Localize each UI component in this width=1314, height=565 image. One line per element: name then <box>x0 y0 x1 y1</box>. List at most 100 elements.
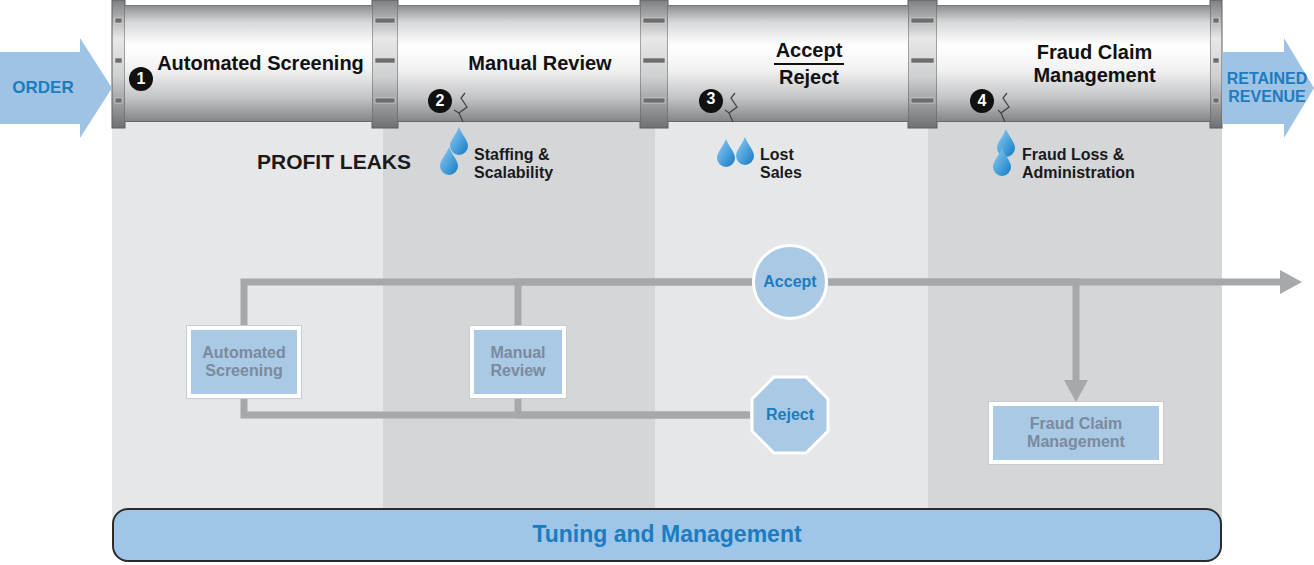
flange-bolt <box>911 58 934 63</box>
text-group: 3 <box>705 91 718 111</box>
process-box: Automated Screening <box>187 326 301 398</box>
text-group: 4 <box>978 93 987 109</box>
accept-circle: Accept <box>752 244 828 320</box>
node-text: 3 <box>705 91 718 110</box>
pipe-flange <box>112 0 125 128</box>
pipe-flange <box>1210 0 1222 128</box>
text-group: RETAINED REVENUE <box>1224 38 1310 138</box>
pipe-crack <box>454 110 459 113</box>
flange-bolt <box>115 98 122 103</box>
flange-bolt <box>1213 58 1219 63</box>
step-number: 1 <box>129 67 153 91</box>
text-group: Accept <box>763 274 816 290</box>
arrow-shape <box>1222 38 1314 138</box>
flange-bolt <box>375 58 395 63</box>
output-arrow: RETAINED REVENUE <box>1222 38 1314 138</box>
pipe-segment: Manual Review 2 <box>398 5 640 122</box>
pipe-flange <box>372 0 398 128</box>
leak-drop <box>717 139 735 167</box>
flow-connector <box>518 398 750 415</box>
flange-bolt <box>1213 18 1219 23</box>
flange-bolt <box>911 98 934 103</box>
node-text: Manual Review <box>482 344 554 381</box>
text-group: 2 <box>436 93 445 109</box>
leak-label: Fraud Loss & Administration <box>1022 146 1157 183</box>
pipe-flanges <box>112 0 1222 128</box>
text-group: AcceptReject <box>718 6 900 121</box>
node-text: Automated Screening <box>199 344 289 381</box>
pipe-crack <box>1001 93 1009 122</box>
flange-bolt <box>643 58 665 63</box>
leak-label: Staffing & Scalability <box>474 146 584 183</box>
leak-label: Lost Sales <box>760 146 820 183</box>
pipe-crack <box>729 93 737 122</box>
node-text: 2 <box>436 93 445 109</box>
section-label: PROFIT LEAKS <box>257 150 427 174</box>
node-text: Accept <box>774 39 845 64</box>
flow-arrowhead <box>1280 270 1302 294</box>
pipe-segment: Fraud Claim Management4 <box>937 5 1210 122</box>
process-box: Fraud Claim Management <box>989 402 1163 464</box>
octagon-outline <box>752 377 828 453</box>
flange-bolt <box>375 98 395 103</box>
flow-connector <box>244 398 750 415</box>
column-band <box>655 122 928 540</box>
pipe-crack <box>459 93 467 122</box>
text-group: Manual Review <box>482 344 554 381</box>
text-group: Fraud Claim Management <box>987 6 1202 121</box>
node-text: 1 <box>137 71 146 87</box>
node-text: Fraud Claim Management <box>987 41 1202 86</box>
node-text: Automated Screening <box>157 52 364 74</box>
arrow-shape <box>0 38 112 138</box>
pipe-flange <box>908 0 937 128</box>
text-group: Manual Review <box>448 6 632 121</box>
pipe-crack <box>998 110 1001 113</box>
node-text: RETAINED REVENUE <box>1224 70 1310 107</box>
pipe-crack <box>725 110 729 113</box>
flange-bolt <box>115 58 122 63</box>
text-group: Automated Screening <box>199 344 289 381</box>
text-group: ORDER <box>0 38 86 138</box>
flange-bolt <box>115 18 122 23</box>
management-band: Tuning and Management <box>112 508 1222 562</box>
node-text: Tuning and Management <box>532 522 801 547</box>
flange-bolt <box>911 18 934 23</box>
flange-bolt <box>375 18 395 23</box>
node-text: 4 <box>978 93 987 109</box>
pipe-flange <box>640 0 668 128</box>
text-group: Tuning and Management <box>532 522 801 547</box>
leak-drop <box>440 147 458 175</box>
pipe-segment: Automated Screening 1 <box>125 5 372 122</box>
node-text: ORDER <box>12 78 73 98</box>
node-text: Fraud Claim Management <box>1001 415 1151 452</box>
column-band <box>112 122 383 540</box>
flange-bolt <box>643 98 665 103</box>
text-group: Fraud Claim Management <box>1001 415 1151 452</box>
flow-connector <box>244 282 752 326</box>
node-text: Manual Review <box>468 52 611 74</box>
column-band <box>383 122 655 540</box>
leak-drop <box>997 129 1015 157</box>
node-text: Accept <box>763 274 816 290</box>
step-number: 3 <box>699 89 723 113</box>
flow-connector <box>828 282 1076 380</box>
node-text: Reject <box>766 407 814 423</box>
reject-octagon: Reject <box>750 375 830 455</box>
flow-connector <box>518 282 752 326</box>
text-group: 1 <box>137 71 146 87</box>
text-group: Reject <box>750 375 830 455</box>
leak-drop <box>993 148 1011 176</box>
node-text: Reject <box>779 66 839 88</box>
text-group: Automated Screening <box>157 6 364 121</box>
process-box: Manual Review <box>470 326 566 398</box>
flange-bolt <box>1213 98 1219 103</box>
input-arrow: ORDER <box>0 38 112 138</box>
pipe-segment: AcceptReject3 <box>668 5 908 122</box>
step-number: 2 <box>428 89 452 113</box>
leak-drop <box>736 137 754 165</box>
flange-bolt <box>643 18 665 23</box>
step-number: 4 <box>970 89 994 113</box>
leak-drop <box>450 127 468 155</box>
